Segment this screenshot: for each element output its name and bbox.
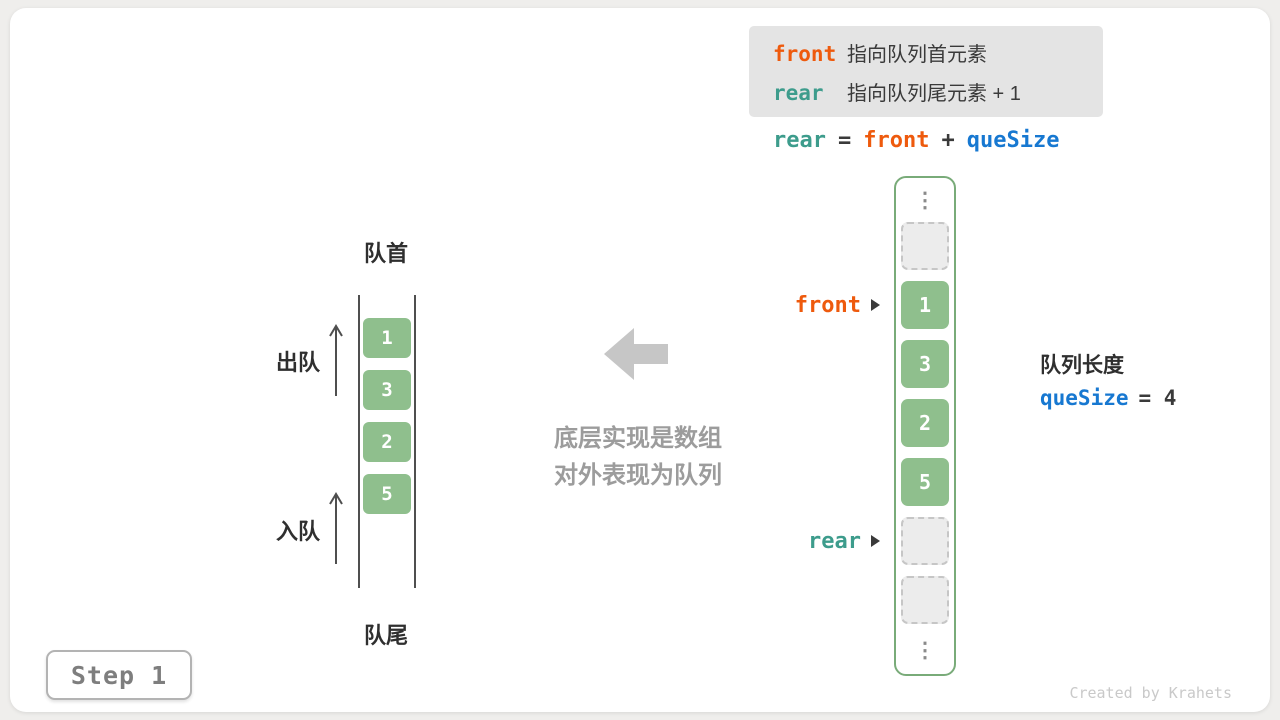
pointer-arrow-icon bbox=[871, 299, 880, 311]
front-keyword: front bbox=[773, 41, 837, 66]
quesize-rest: = 4 bbox=[1138, 386, 1177, 410]
queue-cell: 1 bbox=[363, 318, 411, 358]
array-cell-0 bbox=[901, 222, 949, 270]
enqueue-arrow-icon bbox=[329, 492, 343, 564]
credit-text: Created by Krahets bbox=[1069, 684, 1232, 702]
pointer-legend: front 指向队列首元素 rear 指向队列尾元素 + 1 bbox=[749, 26, 1103, 117]
equation-equals: = bbox=[837, 128, 852, 153]
rear-keyword: rear bbox=[773, 80, 824, 105]
front-description: 指向队列首元素 bbox=[847, 43, 987, 66]
legend-row-front: front 指向队列首元素 bbox=[773, 38, 1103, 67]
array-cell-6 bbox=[901, 576, 949, 624]
quesize-value: queSize = 4 bbox=[1040, 386, 1176, 410]
quesize-keyword: queSize bbox=[1040, 386, 1129, 410]
equation-plus: + bbox=[941, 128, 955, 153]
queue-wall-right bbox=[414, 295, 416, 588]
queue-length-label: 队列长度 bbox=[1040, 354, 1124, 377]
ellipsis-bottom: ⋮ bbox=[914, 639, 936, 662]
front-pointer-label: front bbox=[794, 292, 861, 318]
queue-head-label: 队首 bbox=[363, 241, 408, 266]
step-label: Step 1 bbox=[70, 660, 168, 690]
equation-rear: rear bbox=[773, 128, 826, 153]
center-caption: 底层实现是数组 对外表现为队列 bbox=[525, 420, 751, 494]
pointer-arrow-icon bbox=[871, 535, 880, 547]
dequeue-arrow-icon bbox=[329, 324, 343, 396]
array-container: ⋮ 1 3 2 5 ⋮ bbox=[894, 176, 956, 676]
queue-cell: 5 bbox=[363, 474, 411, 514]
array-cell-5 bbox=[901, 517, 949, 565]
rear-description: 指向队列尾元素 + 1 bbox=[847, 82, 1021, 105]
transform-arrow-icon bbox=[604, 328, 668, 380]
queue-cell: 2 bbox=[363, 422, 411, 462]
enqueue-label: 入队 bbox=[275, 519, 320, 544]
dequeue-label: 出队 bbox=[275, 350, 320, 375]
array-cell-1: 1 bbox=[901, 281, 949, 329]
array-cell-2: 3 bbox=[901, 340, 949, 388]
queue-wall-left bbox=[358, 295, 360, 588]
rear-pointer-label: rear bbox=[808, 528, 861, 554]
equation-quesize: queSize bbox=[966, 128, 1060, 153]
queue-cell: 3 bbox=[363, 370, 411, 410]
content-card: front 指向队列首元素 rear 指向队列尾元素 + 1 rear = fr… bbox=[10, 8, 1270, 712]
step-badge: Step 1 bbox=[46, 650, 192, 700]
array-cell-4: 5 bbox=[901, 458, 949, 506]
array-cell-3: 2 bbox=[901, 399, 949, 447]
caption-line-1: 底层实现是数组 bbox=[554, 425, 722, 452]
queue-tail-label: 队尾 bbox=[363, 623, 408, 648]
legend-row-rear: rear 指向队列尾元素 + 1 bbox=[773, 77, 1103, 106]
front-pointer: front bbox=[708, 291, 880, 319]
equation-front: front bbox=[863, 128, 930, 153]
rear-equation: rear = front + queSize bbox=[773, 128, 1059, 153]
caption-line-2: 对外表现为队列 bbox=[554, 462, 722, 489]
rear-pointer: rear bbox=[708, 527, 880, 555]
ellipsis-top: ⋮ bbox=[914, 189, 936, 212]
